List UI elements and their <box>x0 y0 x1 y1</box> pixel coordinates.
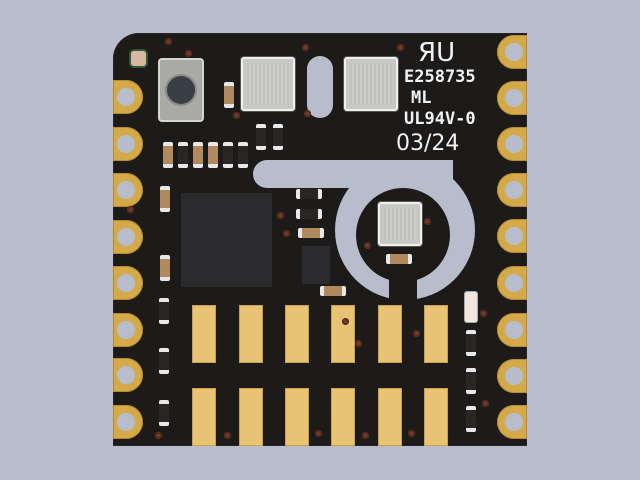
resistor <box>159 400 169 426</box>
resistor <box>466 368 476 394</box>
capacitor <box>298 228 324 238</box>
status-led <box>465 292 477 322</box>
edge-pad-left <box>113 358 143 392</box>
capacitor <box>193 142 203 168</box>
via <box>364 242 371 249</box>
ul-logo: ЯU <box>418 38 456 68</box>
resistor <box>466 406 476 432</box>
capacitor <box>386 254 412 264</box>
contact-pad <box>331 305 355 363</box>
via <box>277 212 284 219</box>
via <box>342 318 349 325</box>
resistor <box>296 189 322 199</box>
edge-pad-right <box>497 405 527 439</box>
silk-ml: ML <box>411 88 432 108</box>
edge-pad-right <box>497 313 527 347</box>
via <box>165 38 172 45</box>
edge-pad-left <box>113 220 143 254</box>
via <box>355 340 362 347</box>
edge-pad-left <box>113 80 143 114</box>
edge-pad-right <box>497 127 527 161</box>
edge-pad-left <box>113 127 143 161</box>
contact-pad <box>378 388 402 446</box>
capacitor <box>224 82 234 108</box>
resistor <box>159 348 169 374</box>
sensor-shield-1 <box>241 57 295 111</box>
island-bridge <box>389 270 417 302</box>
edge-pad-right <box>497 359 527 393</box>
edge-pad-left <box>113 173 143 207</box>
contact-pad <box>239 305 263 363</box>
silk-date-code: 03/24 <box>396 131 460 156</box>
sensor-shield-island <box>378 202 422 246</box>
edge-pad-right <box>497 219 527 253</box>
via <box>185 50 192 57</box>
resistor <box>466 330 476 356</box>
via <box>482 400 489 407</box>
push-button[interactable] <box>158 58 204 122</box>
capacitor <box>163 142 173 168</box>
contact-pad <box>192 388 216 446</box>
resistor <box>256 124 266 150</box>
resistor <box>178 142 188 168</box>
via <box>408 430 415 437</box>
via <box>413 330 420 337</box>
sensor-shield-2 <box>344 57 398 111</box>
silk-flammability: UL94V-0 <box>404 109 476 129</box>
slot-cutout <box>307 56 333 118</box>
via <box>233 112 240 119</box>
edge-pad-right <box>497 266 527 300</box>
via <box>224 432 231 439</box>
small-ic <box>302 246 330 284</box>
resistor <box>273 124 283 150</box>
via <box>302 44 309 51</box>
via <box>397 44 404 51</box>
button-cap-icon <box>167 76 195 104</box>
via <box>362 432 369 439</box>
resistor <box>223 142 233 168</box>
via <box>315 430 322 437</box>
contact-pad <box>331 388 355 446</box>
edge-pad-right <box>497 35 527 69</box>
silk-file-number: E258735 <box>404 67 476 87</box>
capacitor <box>160 255 170 281</box>
via <box>424 218 431 225</box>
contact-pad <box>424 388 448 446</box>
via <box>127 206 134 213</box>
edge-pad-left <box>113 266 143 300</box>
contact-pad <box>192 305 216 363</box>
via <box>480 310 487 317</box>
contact-pad <box>285 388 309 446</box>
capacitor <box>320 286 346 296</box>
via <box>283 230 290 237</box>
edge-pad-left <box>113 313 143 347</box>
edge-pad-right <box>497 81 527 115</box>
resistor <box>296 209 322 219</box>
contact-pad <box>239 388 263 446</box>
contact-pad <box>285 305 309 363</box>
resistor <box>159 298 169 324</box>
via <box>304 110 311 117</box>
resistor <box>238 142 248 168</box>
via <box>155 432 162 439</box>
capacitor <box>160 186 170 212</box>
contact-pad <box>378 305 402 363</box>
mcu-chip <box>181 193 272 287</box>
rgb-led <box>131 51 146 66</box>
edge-pad-left <box>113 405 143 439</box>
edge-pad-right <box>497 173 527 207</box>
capacitor <box>208 142 218 168</box>
contact-pad <box>424 305 448 363</box>
